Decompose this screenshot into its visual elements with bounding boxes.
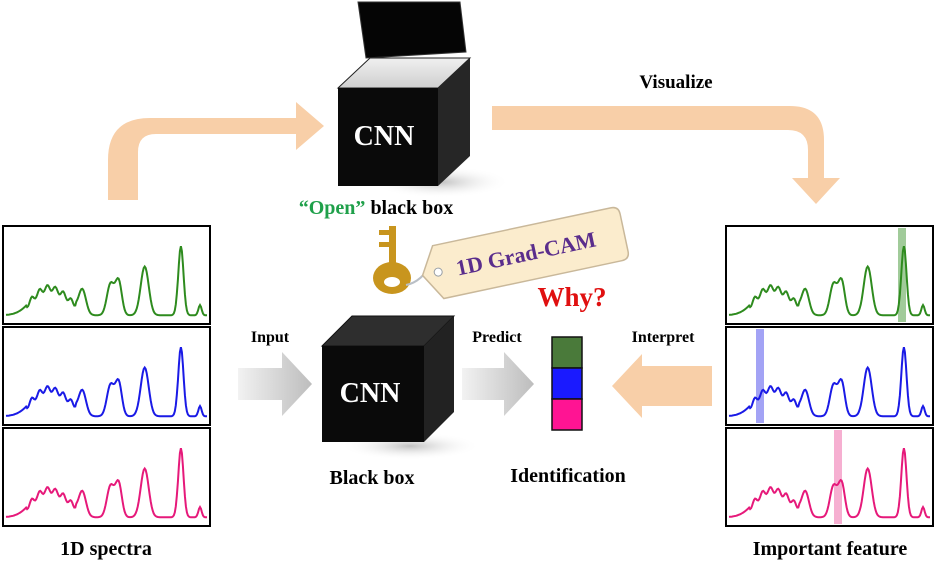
feature-highlight-magenta <box>834 430 842 524</box>
top-cnn-label: CNN <box>354 121 415 152</box>
right-curved-arrow <box>492 106 840 204</box>
grad-cam-tag <box>421 206 630 300</box>
predict-arrow <box>462 352 534 416</box>
spectrum-line-blue <box>5 347 207 418</box>
important-feature-caption: Important feature <box>753 538 908 560</box>
feature-line-magenta <box>728 448 930 519</box>
feature-highlight-blue <box>756 329 764 423</box>
predict-label: Predict <box>472 329 522 346</box>
spectrum-line-green <box>5 246 207 317</box>
open-box-front <box>338 88 438 186</box>
visualize-label: Visualize <box>639 72 712 93</box>
identification-block-blue <box>551 367 583 400</box>
open-box-lid <box>357 1 467 59</box>
closed-black-box <box>320 315 480 460</box>
black-box-caption: Black box <box>329 467 414 489</box>
closed-box-side <box>424 316 454 442</box>
closed-box-front <box>322 346 424 442</box>
input-label: Input <box>251 329 290 346</box>
black-box-word: black box <box>370 197 453 219</box>
open-box-side <box>438 58 470 186</box>
bottom-cnn-label: CNN <box>340 378 401 409</box>
why-label: Why? <box>537 282 606 312</box>
feature-line-green <box>728 246 930 317</box>
interpret-arrow <box>612 354 712 418</box>
open-black-box-caption: “Open” black box <box>299 197 454 219</box>
open-black-box <box>336 1 510 198</box>
input-arrow <box>238 352 312 416</box>
left-curved-arrow <box>108 102 324 200</box>
spectra-caption: 1D spectra <box>60 538 152 560</box>
spectrum-line-magenta <box>5 448 207 519</box>
open-word: “Open” <box>299 197 366 219</box>
key-icon <box>373 226 433 294</box>
identification-block-green <box>551 336 583 369</box>
interpret-label: Interpret <box>632 329 695 346</box>
feature-line-blue <box>728 347 930 418</box>
identification-stack <box>551 336 583 431</box>
identification-caption: Identification <box>510 465 626 487</box>
identification-block-pink <box>551 398 583 431</box>
